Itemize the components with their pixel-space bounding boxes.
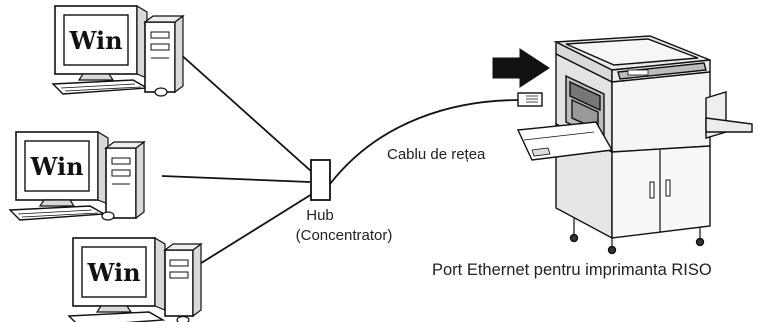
connections	[161, 51, 521, 271]
cable-pc1-to-hub	[177, 51, 313, 173]
monitor-screen	[81, 246, 147, 298]
cable-pc2-to-hub	[161, 175, 311, 183]
mouse	[101, 211, 115, 221]
computer-2: Win	[8, 130, 146, 221]
printer-caption: Port Ethernet pentru imprimanta RISO	[432, 261, 712, 279]
cable-hub-to-printer	[329, 99, 521, 185]
hub-sublabel: (Concentrator)	[296, 227, 393, 244]
hub-box	[310, 159, 331, 201]
keyboard	[67, 311, 166, 322]
monitor-screen	[24, 140, 90, 192]
computer-3: Win	[67, 236, 203, 322]
computer-1: Win	[51, 4, 185, 97]
screen-label: Win	[29, 152, 83, 181]
cable-pc3-to-hub	[189, 193, 313, 271]
hub-label: Hub	[306, 207, 334, 224]
screen-label: Win	[68, 26, 122, 55]
keyboard	[8, 205, 107, 221]
hub: Hub (Concentrator)	[296, 159, 393, 244]
monitor-screen	[63, 14, 129, 66]
mouse	[176, 315, 190, 322]
mouse	[154, 87, 168, 97]
riso-printer	[516, 35, 753, 255]
ethernet-connector	[517, 92, 543, 107]
arrow-icon	[492, 48, 550, 88]
screen-label: Win	[86, 258, 140, 287]
cable-label: Cablu de rețea	[387, 146, 486, 163]
keyboard	[51, 79, 150, 95]
